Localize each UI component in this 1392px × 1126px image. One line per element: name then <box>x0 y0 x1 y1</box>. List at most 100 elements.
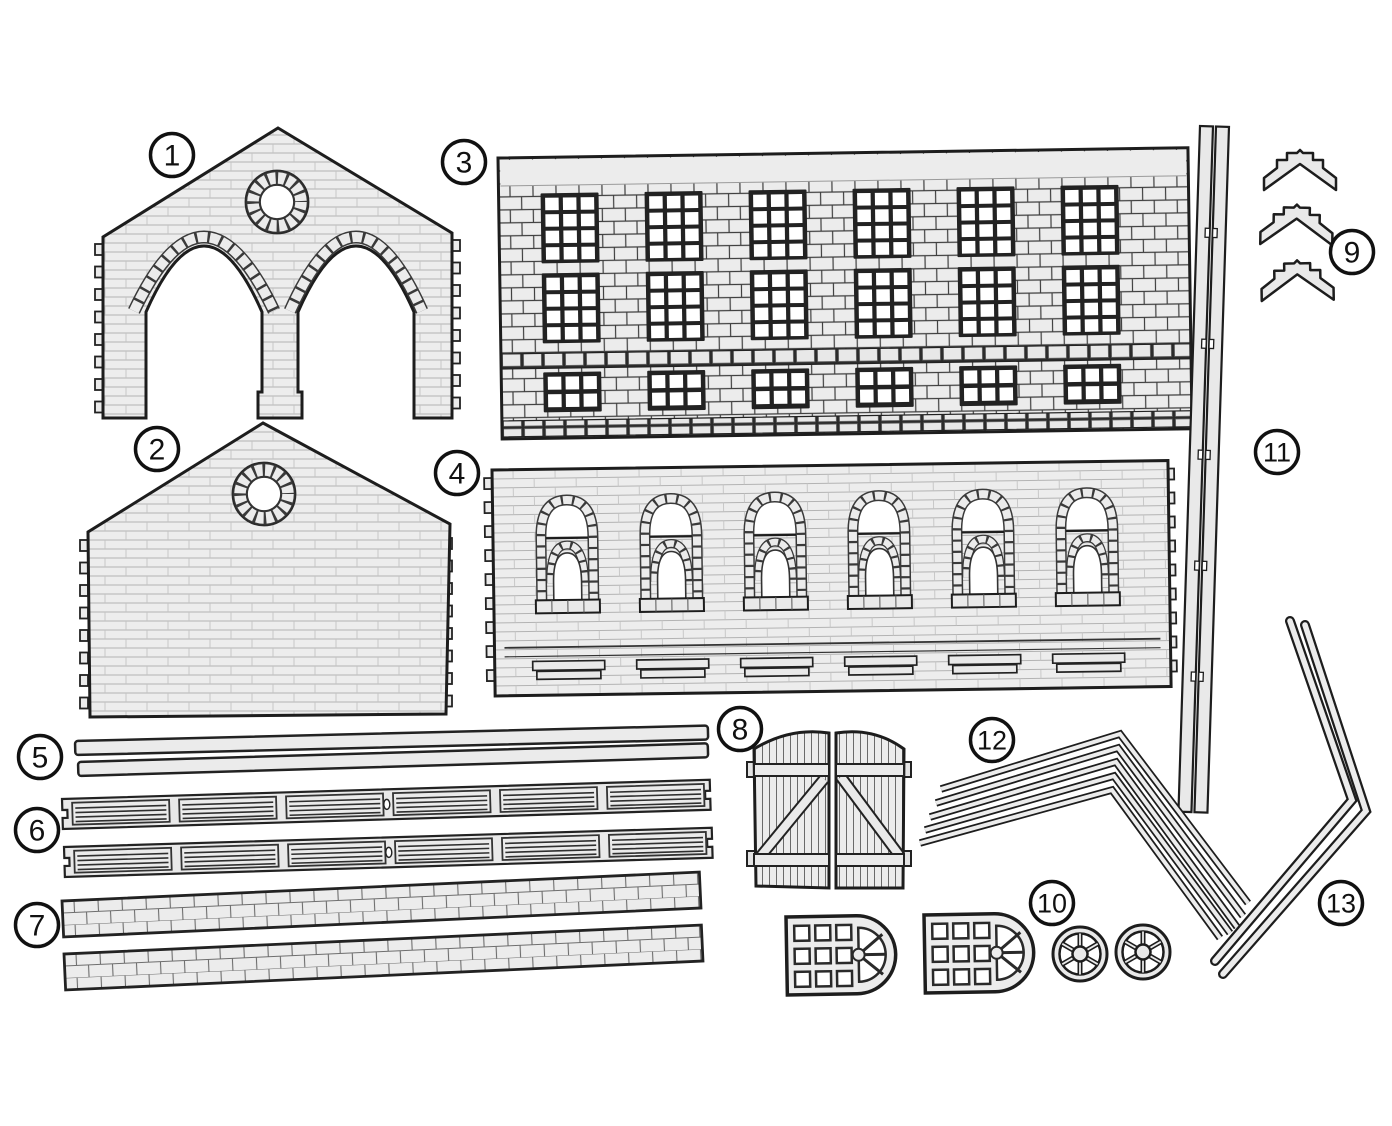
spoked-round-window <box>1053 927 1107 981</box>
label-number: 11 <box>1263 438 1291 468</box>
small-window-icon <box>1063 363 1122 405</box>
label-number: 8 <box>732 714 749 747</box>
corbel-band <box>501 343 1191 370</box>
part-3-label: 3 <box>440 138 488 186</box>
part-11-notched-strips <box>1177 124 1231 814</box>
small-window-icon <box>855 366 914 408</box>
arched-window-icon <box>846 495 912 609</box>
flat-strip <box>73 724 710 757</box>
label-number: 4 <box>449 458 466 491</box>
label-circle <box>1328 228 1376 276</box>
label-circle <box>1317 879 1365 927</box>
label-circle <box>716 705 764 753</box>
part-2-gable-wall <box>79 421 453 719</box>
apex-piece <box>1262 148 1338 192</box>
label-number: 9 <box>1344 237 1361 270</box>
door-rail <box>835 853 905 867</box>
part-5-label: 5 <box>16 733 64 781</box>
notched-strip <box>1177 124 1215 814</box>
door-rail <box>753 853 830 867</box>
label-circle <box>16 733 64 781</box>
paned-window-icon <box>956 186 1016 258</box>
door-rail <box>753 763 830 777</box>
paned-window-icon <box>852 187 912 259</box>
label-circle <box>433 449 481 497</box>
round-window-icon <box>233 463 296 526</box>
part-4-label: 4 <box>433 449 481 497</box>
paned-window-icon <box>1061 264 1121 336</box>
part-13-label: 13 <box>1317 879 1365 927</box>
label-number: 13 <box>1326 889 1356 919</box>
louver-strip <box>64 828 713 877</box>
label-number: 3 <box>456 147 473 180</box>
label-circle <box>13 806 61 854</box>
arched-window-icon <box>534 500 600 614</box>
part-8-door-pair <box>746 730 912 890</box>
part-1-label: 1 <box>148 131 196 179</box>
label-number: 6 <box>29 815 46 848</box>
sill-blocks <box>531 652 1126 681</box>
label-number: 12 <box>977 726 1007 756</box>
paned-window-icon <box>748 189 808 261</box>
part-2-label: 2 <box>133 425 181 473</box>
part-11-label: 11 <box>1253 428 1301 476</box>
label-circle <box>1028 879 1076 927</box>
part-9-apex-pieces <box>1258 148 1338 303</box>
part-6-label: 6 <box>13 806 61 854</box>
arched-window-frame <box>784 913 899 997</box>
arched-window-icon <box>638 498 704 612</box>
part-4-arch-window-wall <box>483 459 1178 698</box>
label-circle <box>1253 428 1301 476</box>
paned-window-icon <box>541 272 601 344</box>
paned-window-icon <box>540 192 600 264</box>
louver-strip <box>62 780 711 829</box>
part-12-bent-strips <box>919 729 1251 941</box>
brick-strip <box>60 870 703 939</box>
arched-window-icon <box>1054 492 1120 606</box>
small-window-icon <box>543 371 602 413</box>
label-circle <box>13 901 61 949</box>
paned-window-icon <box>749 269 809 341</box>
label-circle <box>148 131 196 179</box>
part-7-brick-strips <box>60 870 705 992</box>
part-13-bent-trim-strips <box>1210 616 1372 979</box>
door-rail <box>835 763 905 777</box>
notched-strip <box>1193 125 1231 814</box>
small-window-icon <box>751 368 810 410</box>
tooth-edge <box>79 539 89 710</box>
flat-strip <box>76 742 710 778</box>
label-number: 5 <box>32 742 49 775</box>
part-10-window-inserts <box>784 911 1170 997</box>
part-1-gable-arch-wall <box>94 126 461 420</box>
gable-arch-wall-outline <box>101 126 454 420</box>
round-window-icon <box>246 171 309 234</box>
arched-window-icon <box>742 497 808 611</box>
label-number: 7 <box>29 910 46 943</box>
small-window-icon <box>647 369 706 411</box>
small-window-icon <box>959 365 1018 407</box>
part-12-label: 12 <box>968 716 1016 764</box>
label-number: 2 <box>149 434 166 467</box>
label-number: 1 <box>164 140 181 173</box>
part-6-louver-strips <box>62 780 713 877</box>
part-3-window-wall <box>496 146 1194 441</box>
label-number: 10 <box>1037 889 1067 919</box>
apex-piece <box>1258 202 1335 247</box>
part-8-label: 8 <box>716 705 764 753</box>
part-9-label: 9 <box>1328 228 1376 276</box>
paned-window-icon <box>1060 184 1120 256</box>
paned-window-icon <box>957 266 1017 338</box>
part-10-label: 10 <box>1028 879 1076 927</box>
label-circle <box>968 716 1016 764</box>
part-7-label: 7 <box>13 901 61 949</box>
paned-window-icon <box>853 267 913 339</box>
part-5-flat-strips <box>73 724 710 778</box>
label-circle <box>133 425 181 473</box>
apex-piece <box>1259 258 1336 303</box>
arched-window-frame <box>922 911 1037 995</box>
gable-wall-outline <box>86 421 452 719</box>
arched-window-icon <box>950 494 1016 608</box>
